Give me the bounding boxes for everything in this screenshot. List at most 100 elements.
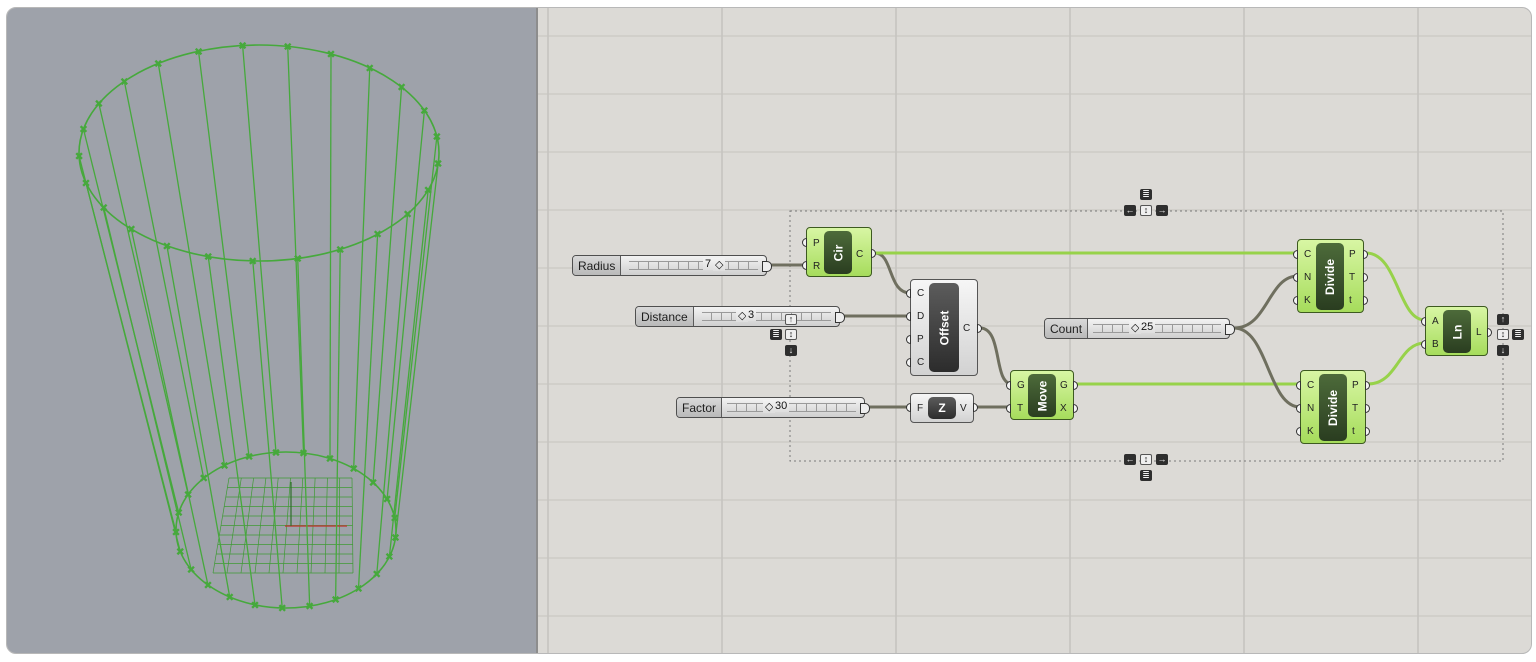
panel-divider[interactable] [536, 8, 538, 653]
slider-knob-icon[interactable]: ◇ [763, 400, 776, 413]
output-jack[interactable] [1073, 404, 1078, 413]
output-jack[interactable] [1365, 381, 1370, 390]
group-menu-icon[interactable]: ≣ [1140, 189, 1152, 200]
input-jack[interactable] [906, 358, 911, 367]
input-jack[interactable] [906, 335, 911, 344]
output-grip[interactable] [762, 261, 772, 272]
arrow-left-icon[interactable]: ← [1124, 205, 1136, 216]
rhino-viewport[interactable]: ✖✖✖✖✖✖✖✖✖✖✖✖✖✖✖✖✖✖✖✖✖✖✖✖✖✖✖✖✖✖✖✖✖✖✖✖✖✖✖✖… [7, 8, 536, 653]
output-jack[interactable] [1365, 427, 1370, 436]
output-port-c[interactable]: C [963, 323, 971, 334]
output-port-p[interactable]: P [1352, 380, 1359, 391]
input-jack[interactable] [802, 261, 807, 270]
input-port-c[interactable]: C [917, 288, 925, 299]
arrow-down-icon[interactable]: ↓ [1497, 345, 1509, 356]
input-port-t[interactable]: T [1017, 403, 1024, 414]
arrow-up-icon[interactable]: ↑ [785, 314, 797, 325]
divide-curve-component-bottom[interactable]: Divide C N K P T t [1296, 370, 1370, 444]
wire-line [372, 87, 403, 483]
input-jack[interactable] [802, 238, 807, 247]
arrow-center-icon[interactable]: ↕ [1140, 454, 1152, 465]
output-jack[interactable] [1487, 328, 1492, 337]
list-icon[interactable]: ≣ [1512, 329, 1524, 340]
input-port-c[interactable]: C [1304, 249, 1312, 260]
input-jack[interactable] [1296, 427, 1301, 436]
output-jack[interactable] [871, 249, 876, 258]
arrow-down-icon[interactable]: ↓ [785, 345, 797, 356]
line-component[interactable]: Ln A B L [1421, 306, 1492, 356]
grasshopper-canvas[interactable]: Radius 7 ◇ Distance ◇ 3 Factor ◇ 30 Coun… [538, 8, 1531, 653]
arrow-right-icon[interactable]: → [1156, 454, 1168, 465]
division-point: ✖ [424, 184, 433, 197]
arrow-right-icon[interactable]: → [1156, 205, 1168, 216]
output-port-l[interactable]: L [1476, 327, 1482, 338]
slider-knob-icon[interactable]: ◇ [736, 309, 749, 322]
output-port-t-lower[interactable]: t [1352, 426, 1355, 437]
output-port-p[interactable]: P [1349, 249, 1356, 260]
input-jack[interactable] [1421, 317, 1426, 326]
unit-z-component[interactable]: Z F V [906, 393, 978, 423]
input-jack[interactable] [1296, 381, 1301, 390]
output-port-c[interactable]: C [856, 249, 864, 260]
output-port-t-lower[interactable]: t [1349, 295, 1352, 306]
factor-slider[interactable]: Factor ◇ 30 [676, 397, 870, 418]
wire-line [297, 258, 311, 607]
input-port-b[interactable]: B [1432, 339, 1439, 350]
divide-curve-component-top[interactable]: Divide C N K P T t [1293, 239, 1368, 313]
slider-knob-icon[interactable]: ◇ [1129, 321, 1142, 334]
arrow-split-icon[interactable]: ↕ [785, 329, 797, 340]
input-port-r[interactable]: R [813, 261, 821, 272]
input-jack[interactable] [1293, 250, 1298, 259]
output-port-g[interactable]: G [1060, 380, 1068, 391]
output-grip[interactable] [1225, 324, 1235, 335]
output-jack[interactable] [1363, 250, 1368, 259]
output-port-t[interactable]: T [1349, 272, 1356, 283]
distance-slider[interactable]: Distance ◇ 3 [635, 306, 845, 327]
input-port-k[interactable]: K [1304, 295, 1311, 306]
input-jack[interactable] [1293, 273, 1298, 282]
input-jack[interactable] [906, 403, 911, 412]
input-jack[interactable] [906, 312, 911, 321]
input-jack[interactable] [1006, 381, 1011, 390]
slider-knob-icon[interactable]: ◇ [713, 258, 726, 271]
arrow-split-icon[interactable]: ↕ [1497, 329, 1509, 340]
output-jack[interactable] [1363, 273, 1368, 282]
input-port-g[interactable]: G [1017, 380, 1025, 391]
count-slider[interactable]: Count ◇ 25 [1044, 318, 1235, 339]
input-port-k[interactable]: K [1307, 426, 1314, 437]
input-port-n[interactable]: N [1307, 403, 1315, 414]
arrow-center-icon[interactable]: ↕ [1140, 205, 1152, 216]
output-jack[interactable] [973, 403, 978, 412]
input-port-f[interactable]: F [917, 403, 924, 414]
list-icon[interactable]: ≣ [770, 329, 782, 340]
offset-component[interactable]: Offset C D P C C [906, 279, 982, 376]
input-jack[interactable] [1296, 404, 1301, 413]
input-port-p[interactable]: P [813, 238, 820, 249]
move-component[interactable]: Move G T G X [1006, 370, 1078, 420]
output-grip[interactable] [835, 312, 845, 323]
input-port-n[interactable]: N [1304, 272, 1312, 283]
arrow-left-icon[interactable]: ← [1124, 454, 1136, 465]
input-port-c[interactable]: C [1307, 380, 1315, 391]
output-port-v[interactable]: V [960, 403, 967, 414]
group-menu-icon[interactable]: ≣ [1140, 470, 1152, 481]
input-jack[interactable] [1006, 404, 1011, 413]
output-jack[interactable] [1073, 381, 1078, 390]
wire-line [376, 213, 409, 575]
output-jack[interactable] [977, 324, 982, 333]
input-jack[interactable] [906, 289, 911, 298]
radius-slider[interactable]: Radius 7 ◇ [572, 255, 772, 276]
input-jack[interactable] [1293, 296, 1298, 305]
input-jack[interactable] [1421, 340, 1426, 349]
input-port-a[interactable]: A [1432, 316, 1439, 327]
output-port-x[interactable]: X [1060, 403, 1067, 414]
output-jack[interactable] [1363, 296, 1368, 305]
output-jack[interactable] [1365, 404, 1370, 413]
input-port-p[interactable]: P [917, 334, 924, 345]
input-port-d[interactable]: D [917, 311, 925, 322]
arrow-up-icon[interactable]: ↑ [1497, 314, 1509, 325]
output-grip[interactable] [860, 403, 870, 414]
output-port-t[interactable]: T [1352, 403, 1359, 414]
input-port-c2[interactable]: C [917, 357, 925, 368]
circle-component[interactable]: Cir P R C [802, 227, 876, 277]
